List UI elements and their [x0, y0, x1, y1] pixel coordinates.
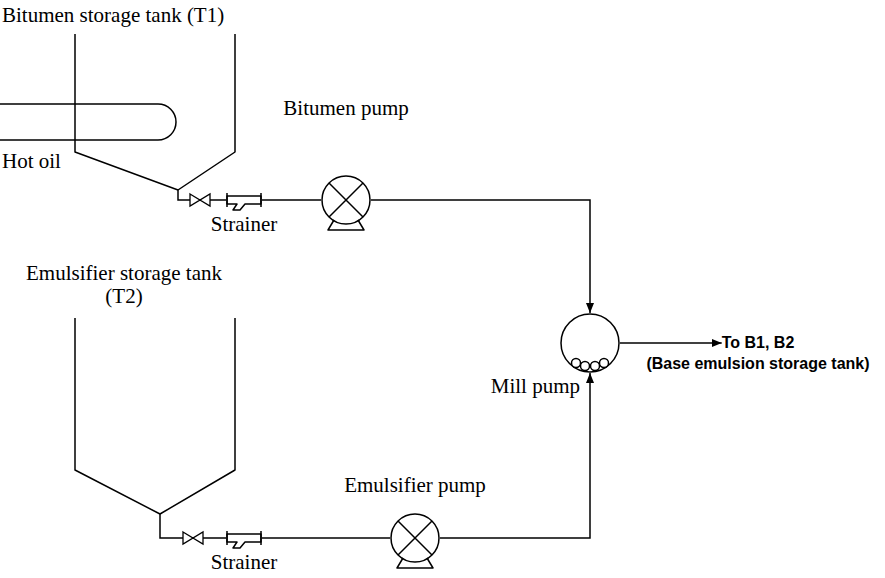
symbol-line: [329, 183, 363, 217]
pipe-line: [160, 514, 226, 538]
pipe-line: [262, 537, 390, 539]
destination-note: To B1, B2(Base emulsion storage tank): [722, 333, 795, 352]
strainer-label: Strainer: [211, 551, 277, 574]
valve-symbol: [190, 194, 210, 206]
symbol-line: [227, 534, 261, 548]
symbol-line: [227, 193, 261, 207]
symbol-circle: [391, 514, 439, 562]
strainer-symbol-outline: [226, 192, 262, 208]
pump-symbol-outline: [321, 175, 371, 225]
strainer-symbol: Strainer: [226, 192, 262, 208]
strainer-label: Strainer: [211, 213, 277, 236]
pump-label: Emulsifier pump: [344, 474, 486, 497]
storage-tank-outline: [75, 34, 235, 190]
pump-label: Mill pump: [491, 375, 580, 398]
symbol-circle: [600, 359, 609, 368]
symbol-line: [75, 34, 235, 190]
pump-symbol-outline: [390, 513, 440, 563]
tank-label: Emulsifier storage tank (T2): [10, 262, 238, 308]
stream-label: Hot oil: [2, 150, 61, 173]
storage-tank: Bitumen storage tank (T1): [75, 34, 235, 190]
pump-label: Bitumen pump: [283, 97, 408, 120]
mill-pump-symbol: Mill pump: [560, 313, 620, 373]
pipe-line: [620, 342, 722, 344]
symbol-circle: [581, 362, 590, 371]
symbol-circle: [561, 314, 619, 372]
symbol-line: [397, 558, 433, 568]
hot-oil-coil: [0, 104, 176, 140]
storage-tank: Emulsifier storage tank (T2): [75, 318, 235, 514]
destination-description: (Base emulsion storage tank): [646, 354, 869, 373]
strainer-symbol: Strainer: [226, 530, 262, 546]
symbol-line: [227, 531, 261, 545]
pipe-line: [371, 200, 590, 313]
symbol-line: [398, 521, 432, 555]
mill-pump-symbol-outline: [560, 313, 620, 373]
strainer-symbol-outline: [226, 530, 262, 546]
pump-symbol: Emulsifier pump: [390, 513, 440, 563]
tank-label: Bitumen storage tank (T1): [2, 4, 224, 27]
pipe-line: [440, 373, 590, 538]
symbol-line: [328, 220, 364, 230]
symbol-line: [227, 196, 261, 210]
symbol-line: [75, 318, 235, 514]
valve-symbol: [183, 532, 203, 544]
symbol-circle: [322, 176, 370, 224]
storage-tank-outline: [75, 318, 235, 514]
destination-label: To B1, B2: [722, 333, 795, 352]
symbol-circle: [572, 359, 581, 368]
symbol-circle: [591, 362, 600, 371]
pump-symbol: Bitumen pump: [321, 175, 371, 225]
pipe-line: [262, 199, 321, 201]
